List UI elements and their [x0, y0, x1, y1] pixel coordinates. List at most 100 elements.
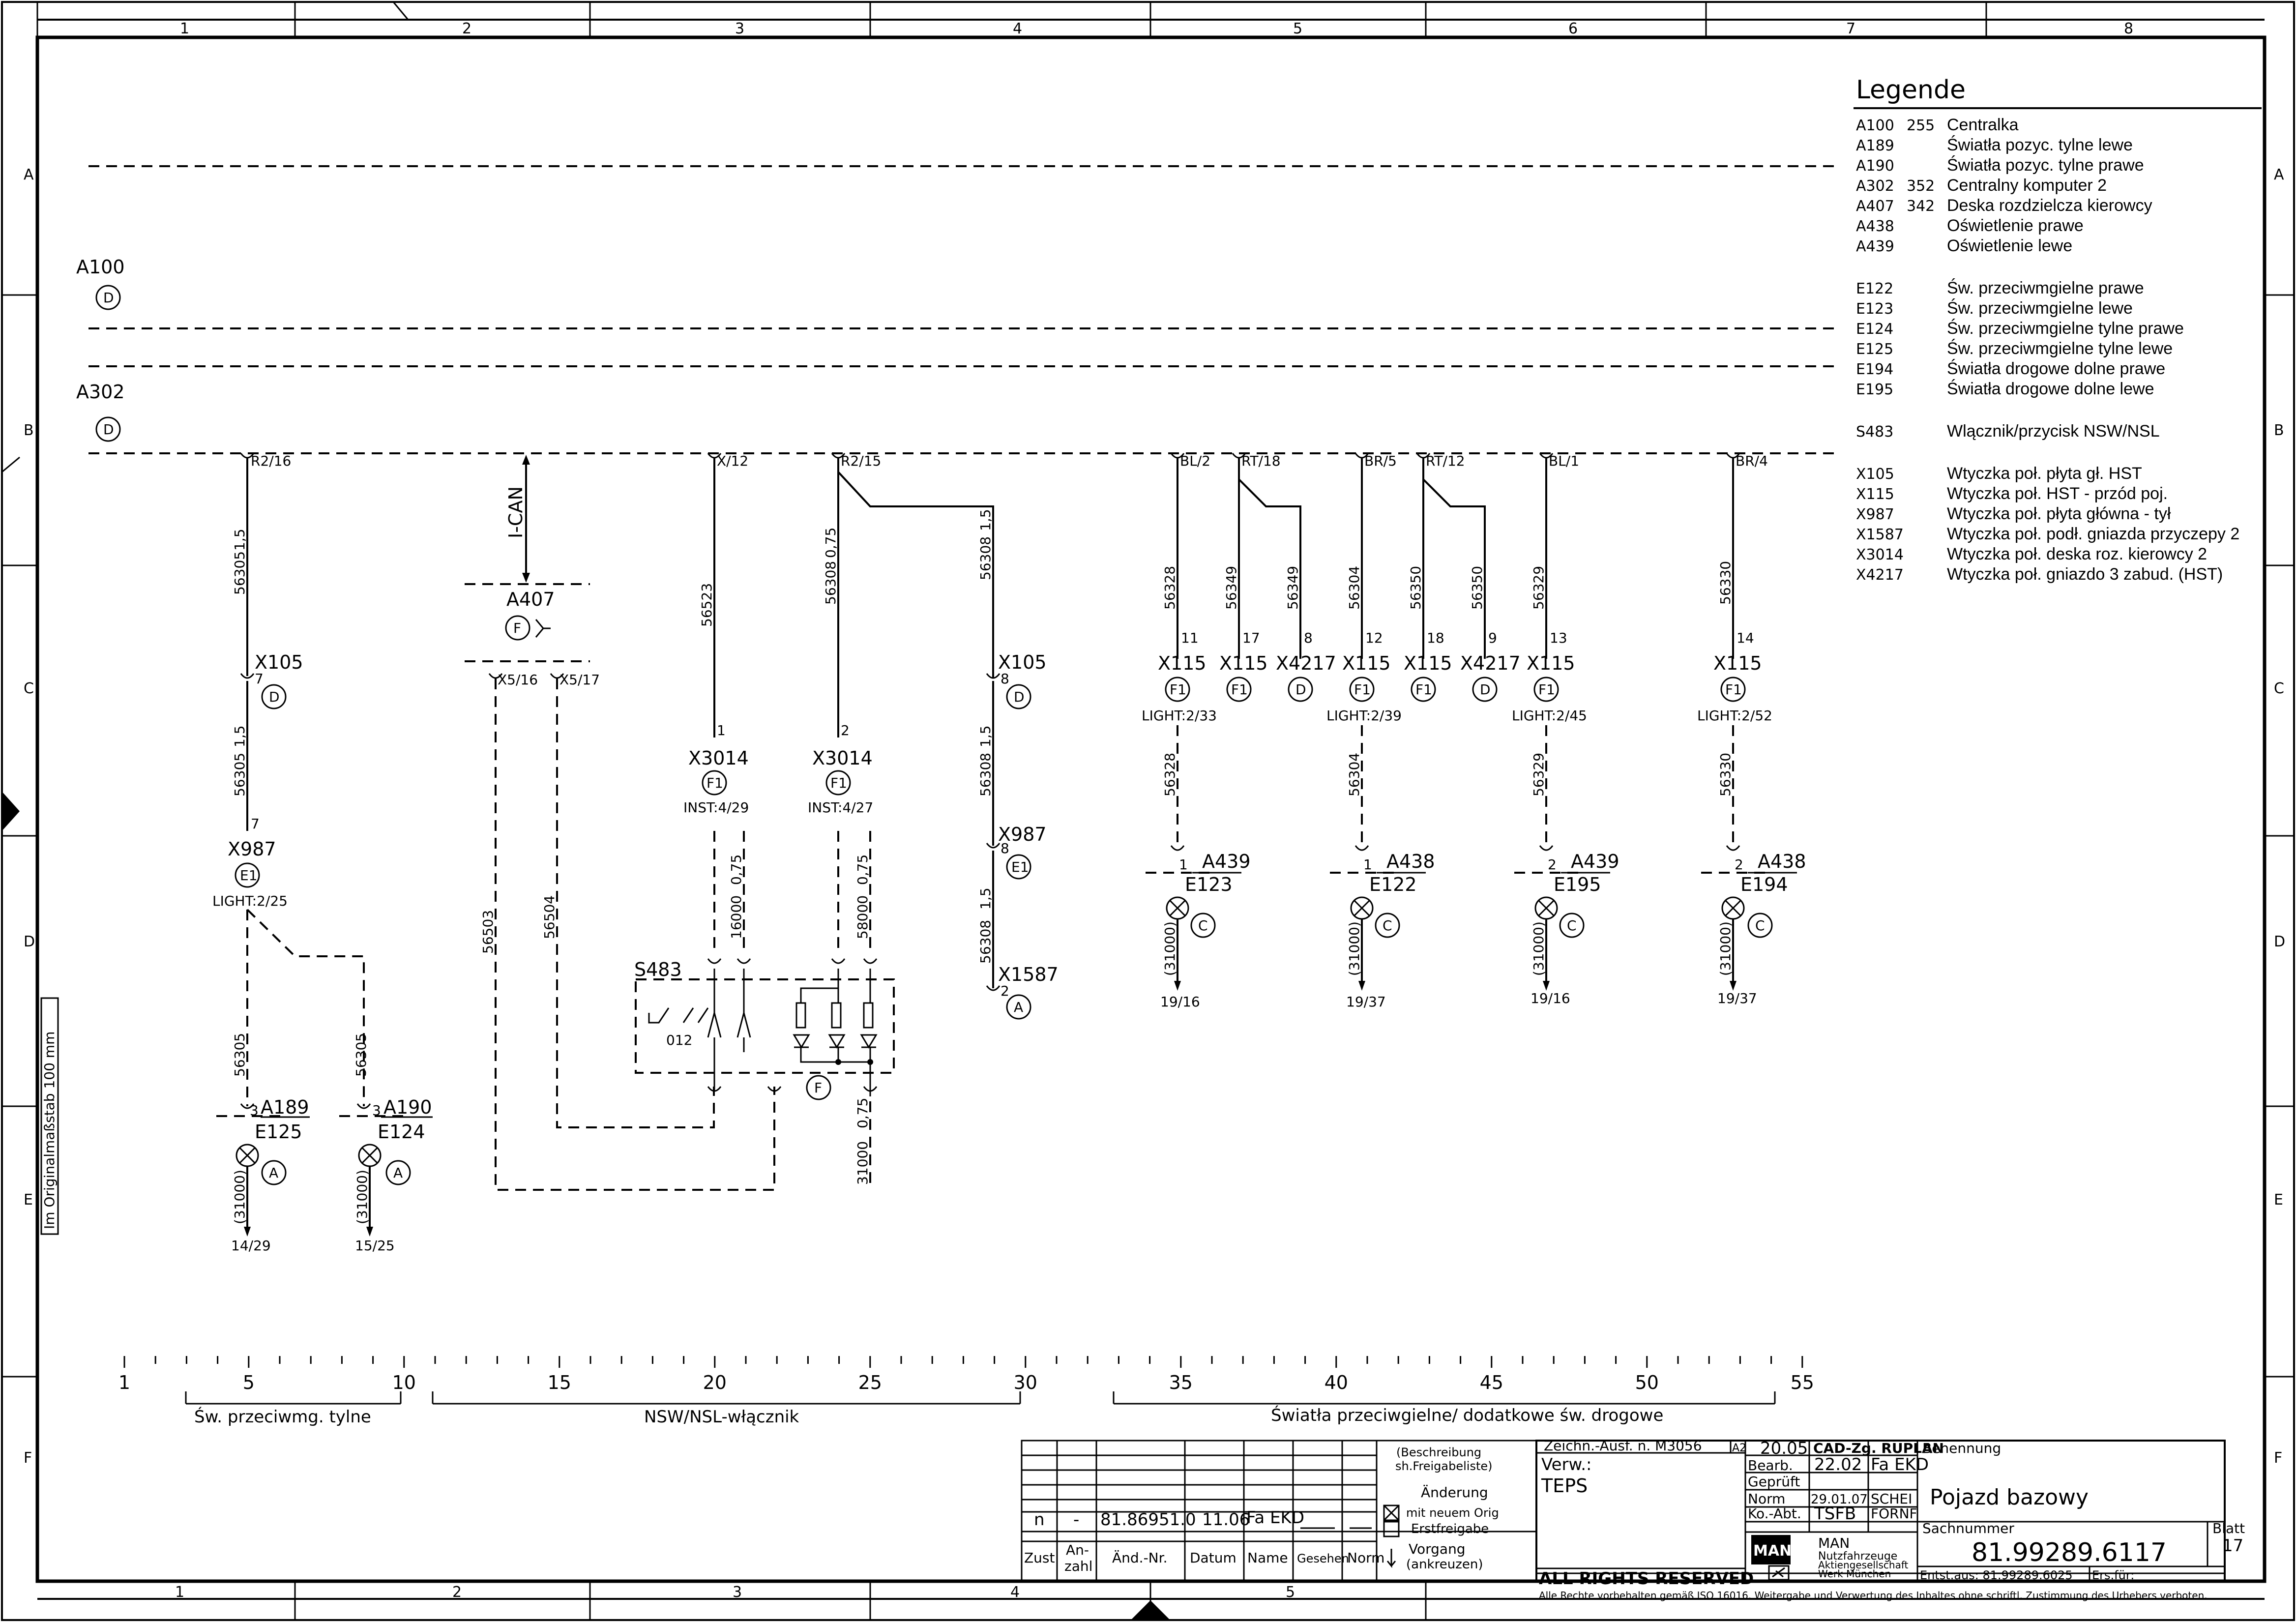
note-vorgang: Vorgang: [1409, 1541, 1466, 1557]
legend-code: X1587: [1856, 526, 1904, 543]
pin-label: R2/15: [841, 453, 881, 469]
company-line: Aktiengesellschaft: [1818, 1559, 1909, 1571]
device-label: A407: [506, 589, 555, 610]
connector-label: X987: [998, 824, 1047, 845]
legend-description: Wtyczka poł. podł. gniazda przyczepy 2: [1947, 525, 2239, 543]
lamp-label: E122: [1369, 874, 1417, 895]
wire-number: 56329: [1531, 566, 1547, 610]
page-ref: 15/25: [355, 1238, 395, 1254]
col-label-bottom: 1: [175, 1584, 184, 1601]
header-gesehen: Gesehen: [1297, 1552, 1349, 1565]
connector-label: X115: [1158, 652, 1207, 674]
connector-label: X4217: [1460, 652, 1521, 674]
device-label: A100: [76, 256, 125, 278]
location-code: F1: [830, 775, 847, 791]
legend-code: S483: [1856, 423, 1893, 441]
checkbox-mit-neuem[interactable]: [1383, 1504, 1400, 1521]
location-code: F: [513, 620, 521, 636]
wire-number: 56305: [353, 1033, 369, 1077]
bus-lines: [88, 165, 1834, 454]
wire-size: 1,5: [977, 887, 994, 910]
circuit-e125: R2/16 56305 1,5 X105 7 D 56305 1,5 7 X98…: [212, 453, 369, 1106]
ruler-tick-label: 25: [858, 1372, 882, 1393]
legend-code: A100: [1856, 117, 1894, 134]
pin-label: BL/1: [1549, 453, 1579, 469]
legend-description: Oświetlenie prawe: [1947, 216, 2084, 235]
ruler-tick-label: 35: [1169, 1372, 1193, 1393]
connector-label: X987: [228, 838, 276, 860]
location-code: D: [1480, 681, 1491, 698]
legend-description: Wtyczka poł. HST - przód poj.: [1947, 484, 2168, 503]
lamp-label: E123: [1185, 874, 1233, 895]
col-label-top: 8: [2124, 20, 2133, 37]
location-code: F1: [1170, 681, 1186, 698]
rev-anzahl: -: [1073, 1510, 1079, 1530]
row-label-left: E: [24, 1191, 33, 1209]
scale-note: Im Originalmaßstab 100 mm: [40, 997, 59, 1235]
legend-code: E122: [1856, 280, 1893, 297]
pin-number: 3: [372, 1102, 381, 1119]
location-code: D: [1014, 689, 1025, 705]
location-code: A: [1014, 999, 1023, 1015]
pin-number: 7: [251, 816, 260, 832]
benennung-value: Pojazd bazowy: [1930, 1485, 2089, 1510]
rev-zust: n: [1034, 1510, 1045, 1530]
sachnummer-label: Sachnummer: [1922, 1520, 2014, 1536]
column-labels: 1 2 3 4 5 6 7 8 1 2 3 4 5: [175, 20, 2133, 1601]
legend-code: E125: [1856, 341, 1893, 358]
ruler-tick-label: 15: [548, 1372, 571, 1393]
location-code: C: [1567, 917, 1577, 934]
wire-number: 56304: [1346, 566, 1362, 610]
col-label-top: 1: [180, 20, 189, 37]
wire-number: (31000): [1717, 921, 1734, 976]
location-code: F1: [1354, 681, 1371, 698]
ruler-tick-label: 45: [1480, 1372, 1503, 1393]
legend-code: A407: [1856, 198, 1894, 215]
note-erstfreigabe: Erstfreigabe: [1411, 1522, 1489, 1536]
pin-label: BL/2: [1180, 453, 1210, 469]
wire-number: 56304: [1346, 753, 1362, 796]
top-date: 20.05: [1760, 1439, 1808, 1458]
circuit-x3014-2: R2/15 56308 0,75 2 X3014 F1 INST:4/27 58…: [808, 453, 994, 954]
legend-number: 342: [1907, 198, 1935, 215]
connector-label: X4217: [1276, 652, 1336, 674]
company-line: Werk München: [1818, 1568, 1891, 1580]
pin-number: 11: [1181, 630, 1199, 646]
wire-number: 56350: [1408, 566, 1424, 610]
company-name: MAN: [1818, 1535, 1850, 1551]
wire-number: (31000): [232, 1170, 248, 1224]
location-code: F1: [1725, 681, 1742, 698]
legend-code: X987: [1856, 506, 1894, 523]
ruler-tick-label: 10: [392, 1372, 416, 1393]
wire-number: 31000: [854, 1141, 871, 1185]
wire-number: 56305: [232, 1033, 248, 1077]
checkbox-erstfreigabe[interactable]: [1383, 1521, 1400, 1537]
format-a2: A2: [1732, 1442, 1746, 1454]
ruler-group-label: Św. przeciwmg. tylne: [194, 1407, 371, 1427]
wire-number: 56330: [1717, 561, 1734, 605]
center-mark-left: [2, 792, 20, 831]
location-code: D: [103, 290, 114, 306]
device-a302: A302 D: [76, 381, 125, 442]
pin-label: RT/18: [1241, 453, 1281, 469]
pin-label: X/12: [717, 453, 748, 469]
connector-label: X3014: [812, 747, 873, 769]
norm-label: Norm: [1748, 1491, 1785, 1507]
switch-s483: S483 012 F 31000 0,75: [634, 958, 895, 1190]
cad-label: CAD-Zg. RUPLAN: [1813, 1440, 1944, 1456]
location-code: A: [269, 1165, 278, 1181]
legend-description: Centralny komputer 2: [1947, 176, 2107, 195]
circuit-e123: BL/2 56328 11 X115 F1 LIGHT:2/33 56328 1…: [1142, 453, 1251, 1010]
connector-label: X115: [1527, 652, 1575, 674]
pin-number: 1: [717, 722, 726, 738]
norm-name: SCHEI: [1871, 1491, 1912, 1507]
legend-code: A439: [1856, 238, 1894, 255]
legend-code: E195: [1856, 381, 1893, 398]
